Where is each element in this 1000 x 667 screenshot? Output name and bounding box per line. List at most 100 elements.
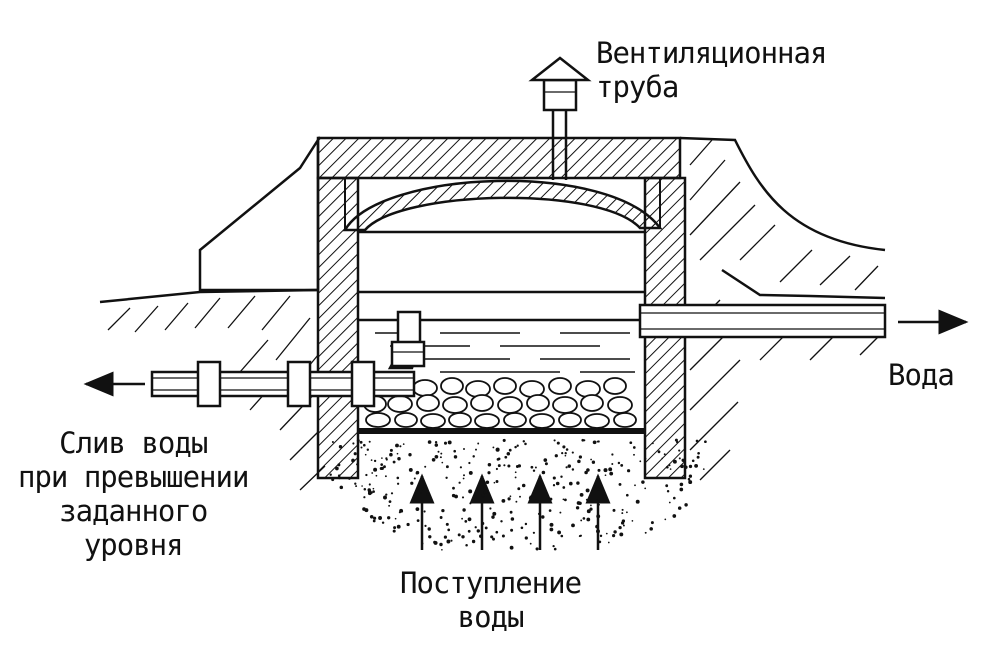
sand-dot [552,544,555,548]
sand-dot [618,482,622,486]
sand-dot [565,466,568,469]
sand-dot [549,497,553,501]
sand-dots [329,438,707,551]
sand-dot [519,495,521,498]
sand-dot [571,523,575,528]
sand-dot [483,489,488,494]
sand-dot [514,471,517,474]
sand-dot [426,493,430,497]
sand-dot [516,444,519,447]
sand-dot [445,522,449,526]
sand-dot [501,499,506,503]
sand-dot [366,448,369,451]
sand-dot [586,517,591,522]
sand-dot [415,471,419,475]
sand-dot [364,453,367,456]
sand-dot [427,440,432,444]
roof-slab [316,136,682,180]
sand-dot [627,469,631,473]
sand-dot [424,465,427,468]
vent-pipe-label-line-2: труба [596,70,679,104]
sand-dot [471,539,476,544]
sand-dot [609,471,614,476]
sand-dot [568,481,573,486]
sand-dot [607,541,610,544]
sand-dot [380,463,384,466]
sand-dot [481,521,485,526]
sand-dot [678,457,681,460]
sand-dot [524,522,528,526]
sand-dot [359,440,363,444]
sand-dot [554,454,558,458]
sand-dot [450,539,453,542]
sand-dot [590,458,592,461]
sand-dot [622,524,625,527]
sand-dot [393,526,397,530]
sand-dot [375,474,378,477]
sand-dot [443,535,447,539]
sand-dot [611,453,614,456]
sand-dot [555,481,560,486]
sand-dot [476,529,480,533]
sand-dot [589,507,593,511]
sand-dot [581,438,585,442]
sand-dot [672,514,677,518]
sand-dot [384,475,387,478]
sand-dot [506,452,511,456]
sand-dot [514,445,517,449]
sand-dot [453,455,458,459]
sand-dot [663,453,666,456]
sand-dot [339,485,344,490]
sand-dot [362,507,366,511]
sand-dot [541,470,546,475]
sand-dot [446,539,451,544]
sand-dot [392,460,396,464]
sand-dot [515,465,519,468]
sand-dot [679,482,684,487]
vent-pipe-label-line-1: Вентиляционная [596,36,827,70]
sand-dot [469,502,472,505]
sand-dot [510,528,514,532]
sand-dot [487,471,491,475]
sand-dot [584,470,588,475]
sand-dot [441,548,443,551]
sand-dot [492,511,497,516]
sand-dot [373,459,377,463]
sand-dot [383,465,386,469]
sand-dot [644,457,647,460]
sand-dot [363,487,367,491]
sand-dot [365,473,368,477]
sand-dot [487,462,492,467]
sand-dot [500,520,503,523]
sand-dot [652,442,654,445]
sand-dot [445,476,448,479]
sand-dot [396,452,399,455]
sand-dot [337,463,341,467]
sand-dot [596,514,601,519]
sand-dot [549,527,554,532]
sand-dot [592,440,597,445]
sand-dot [575,506,580,510]
sand-dot [598,503,600,506]
sand-dot [507,497,511,501]
sand-dot [475,448,477,451]
sand-dot [406,522,410,527]
sand-dot [354,482,357,485]
sand-dot [681,458,685,463]
sand-dot [390,492,394,495]
sand-dot [680,464,684,469]
sand-dot [644,487,647,490]
sand-dot [440,452,443,455]
sand-dot [369,515,374,519]
sand-dot [509,510,513,514]
sand-dot [678,449,681,452]
sand-dot [400,510,404,513]
sand-dot [644,531,647,534]
sand-dot [529,542,532,545]
sand-dot [586,468,590,472]
sand-dot [427,527,431,531]
sand-dot [422,479,425,483]
sand-dot [617,461,621,465]
sand-dot [684,465,688,469]
sand-dot [507,464,511,468]
